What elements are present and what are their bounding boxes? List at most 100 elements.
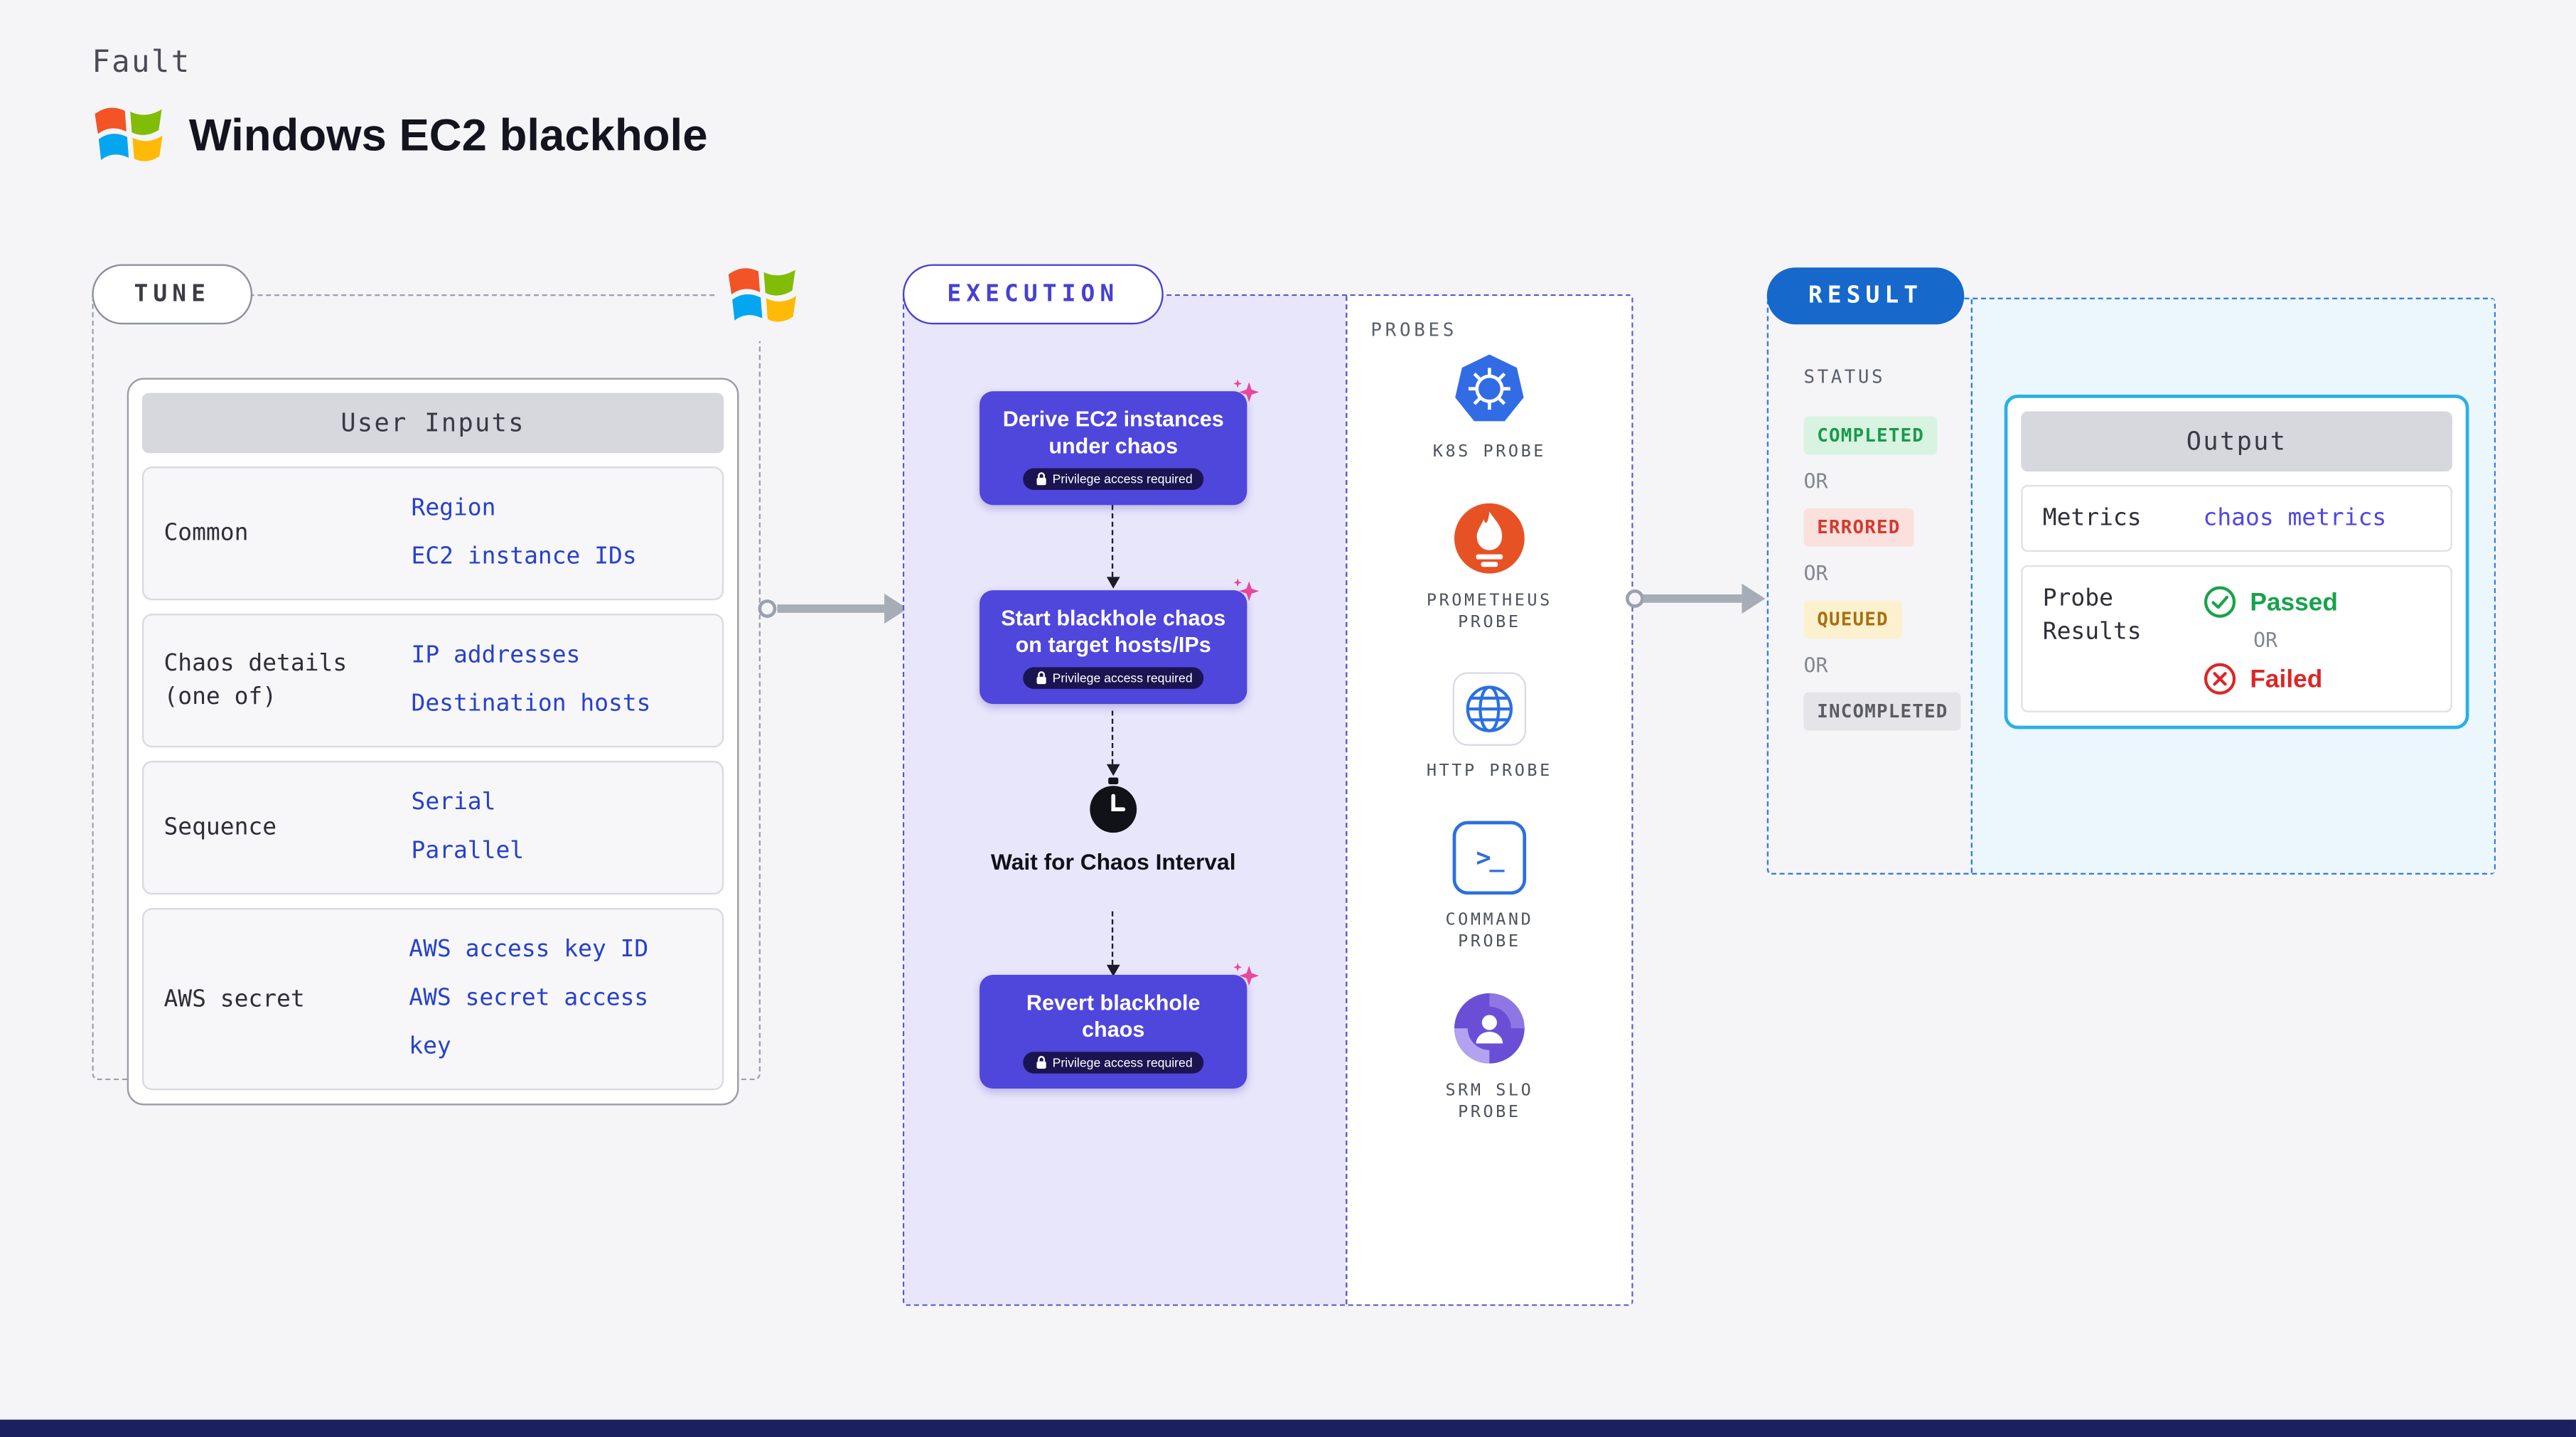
lock-icon [1036,472,1046,486]
lock-icon [1036,671,1046,685]
probe-item-http: HTTP PROBE [1420,672,1560,782]
flow-connector [1105,710,1120,776]
privilege-badge: Privilege access required [1022,468,1205,491]
step-title: Derive EC2 instances under chaos [1002,406,1224,459]
status-column: STATUS COMPLETED OR ERRORED OR QUEUED OR… [1769,299,1971,873]
passed-result: Passed [2204,585,2338,619]
fault-eyebrow: Fault [92,45,191,80]
input-value: Serial [411,789,496,816]
output-row-probe-results: Probe Results Passed OR [2021,565,2452,712]
failed-label: Failed [2250,664,2323,693]
footer-bar [0,1419,2576,1437]
probe-item-srm-slo: SRM SLO PROBE [1420,992,1560,1124]
row-values: AWS access key ID AWS secret access key [409,926,702,1072]
input-value: AWS secret access key [409,985,649,1060]
windows-logo-icon [95,107,163,161]
probe-item-command: >_ COMMAND PROBE [1420,821,1560,953]
probe-label: COMMAND PROBE [1445,911,1534,952]
probe-item-k8s: K8S PROBE [1420,353,1560,463]
privilege-badge-label: Privilege access required [1052,671,1193,686]
probe-results-label: Probe Results [2042,585,2142,646]
windows-logo-icon [715,250,810,341]
check-circle-icon [2204,586,2236,618]
privilege-badge-label: Privilege access required [1052,471,1193,487]
user-inputs-table: User Inputs Common Region EC2 instance I… [127,378,739,1106]
kubernetes-icon [1453,353,1526,426]
privilege-badge-label: Privilege access required [1052,1054,1193,1071]
probe-label: K8S PROBE [1432,443,1546,462]
metrics-value: chaos metrics [2203,505,2387,532]
passed-label: Passed [2250,587,2338,616]
status-badge-completed: COMPLETED [1803,416,1938,455]
page-title: Windows EC2 blackhole [188,109,708,160]
status-title: STATUS [1803,366,1886,388]
result-section-label: RESULT [1766,267,1965,325]
or-separator: OR [2253,629,2278,653]
flow-step-revert: Revert blackhole chaos Privilege access … [980,963,1260,1089]
table-row: Sequence Serial Parallel [141,761,724,895]
input-value: Destination hosts [411,690,651,717]
execution-section: Derive EC2 instances under chaos Privile… [902,294,1633,1306]
input-value: AWS access key ID [409,936,649,963]
metrics-label: Metrics [2042,505,2142,532]
flow-step-start: Start blackhole chaos on target hosts/IP… [980,578,1260,705]
table-row: Common Region EC2 instance IDs [141,466,724,601]
flow-arrow [758,593,908,624]
output-card: Output Metrics chaos metrics Probe Resul… [2004,395,2469,730]
or-separator: OR [1803,562,1828,586]
row-label: AWS secret [163,985,305,1013]
input-value: Parallel [411,838,525,865]
flow-connector [1105,911,1120,977]
wait-step-label: Wait for Chaos Interval [990,849,1236,875]
table-header: User Inputs [141,392,724,454]
output-header: Output [2021,411,2452,472]
probe-label: HTTP PROBE [1426,762,1552,781]
flow-arrow [1626,583,1766,614]
execution-flow: Derive EC2 instances under chaos Privile… [904,296,1346,1305]
row-values: IP addresses Destination hosts [412,632,651,729]
row-values: Serial Parallel [412,779,525,876]
sparkle-icon [1233,963,1260,986]
step-title: Start blackhole chaos on target hosts/IP… [1001,605,1226,658]
tune-section-label: TUNE [92,264,253,325]
status-badge-incompleted: INCOMPLETED [1803,692,1962,731]
probes-panel-label: PROBES [1370,319,1458,341]
prometheus-icon [1453,502,1526,575]
privilege-badge: Privilege access required [1022,1052,1205,1074]
probes-panel: PROBES K8S PROBE [1346,296,1632,1305]
step-title: Revert blackhole chaos [1026,990,1201,1042]
privilege-badge: Privilege access required [1022,667,1205,689]
status-badge-queued: QUEUED [1803,600,1902,639]
result-section: STATUS COMPLETED OR ERRORED OR QUEUED OR… [1766,297,2496,875]
globe-icon [1452,672,1527,746]
x-circle-icon [2204,663,2236,695]
row-label: Chaos details (one of) [163,650,348,711]
srm-slo-icon [1453,992,1526,1065]
flow-step-derive: Derive EC2 instances under chaos Privile… [980,379,1260,506]
tune-section: User Inputs Common Region EC2 instance I… [92,294,761,1106]
sparkle-icon [1233,578,1260,602]
table-row: Chaos details (one of) IP addresses Dest… [141,614,724,748]
row-label: Common [163,520,249,547]
probe-label: PROMETHEUS PROBE [1426,592,1552,632]
lock-icon [1036,1056,1046,1069]
row-values: Region EC2 instance IDs [412,485,637,582]
input-value: IP addresses [411,642,581,669]
output-row-metrics: Metrics chaos metrics [2021,484,2452,552]
input-value: Region [411,495,496,522]
or-separator: OR [1803,469,1828,493]
row-label: Sequence [163,814,277,841]
input-value: EC2 instance IDs [411,543,637,570]
flow-connector [1105,505,1120,589]
or-separator: OR [1803,653,1828,678]
clock-icon [1085,777,1142,835]
status-badge-errored: ERRORED [1803,508,1914,547]
terminal-icon: >_ [1452,821,1527,895]
table-row: AWS secret AWS access key ID AWS secret … [141,907,724,1091]
failed-result: Failed [2204,662,2338,695]
probe-label: SRM SLO PROBE [1445,1081,1534,1122]
sparkle-icon [1233,379,1260,402]
probe-item-prometheus: PROMETHEUS PROBE [1420,502,1560,634]
title-row: Windows EC2 blackhole [89,97,708,173]
